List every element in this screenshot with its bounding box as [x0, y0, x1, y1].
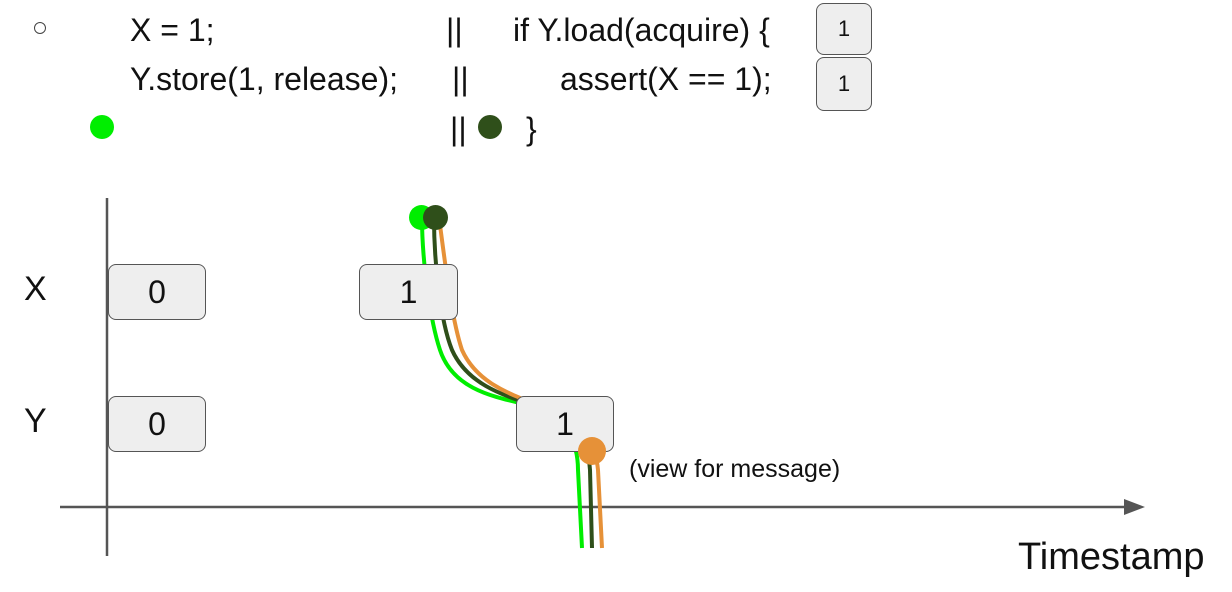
- line2-value-badge: 1: [816, 57, 872, 111]
- bullet-icon: [34, 22, 46, 34]
- code-line2-separator: ||: [452, 61, 469, 97]
- x-value-box-initial: 0: [108, 264, 206, 320]
- code-line3-right: }: [526, 111, 537, 147]
- y-value-box-initial: 0: [108, 396, 206, 452]
- code-line2-left: Y.store(1, release);: [130, 61, 398, 97]
- axis-arrowhead-icon: [1124, 499, 1145, 515]
- row-label-y: Y: [24, 402, 47, 440]
- message-view-dot: [578, 437, 606, 465]
- code-line1-separator: ||: [446, 12, 463, 48]
- thread2-start-dot: [423, 205, 448, 230]
- row-label-x: X: [24, 270, 47, 308]
- thread1-marker-dot: [90, 115, 114, 139]
- x-value-box-written: 1: [359, 264, 458, 320]
- message-note: (view for message): [629, 455, 841, 483]
- code-line1-right: if Y.load(acquire) {: [513, 12, 770, 48]
- code-line3-separator: ||: [450, 111, 467, 147]
- line1-value-badge: 1: [816, 3, 872, 55]
- code-line2-right: assert(X == 1);: [560, 61, 772, 97]
- thread2-path: [432, 217, 594, 549]
- axis-title: Timestamp: [1018, 536, 1205, 578]
- thread2-marker-dot: [478, 115, 502, 139]
- code-line1-left: X = 1;: [130, 12, 215, 48]
